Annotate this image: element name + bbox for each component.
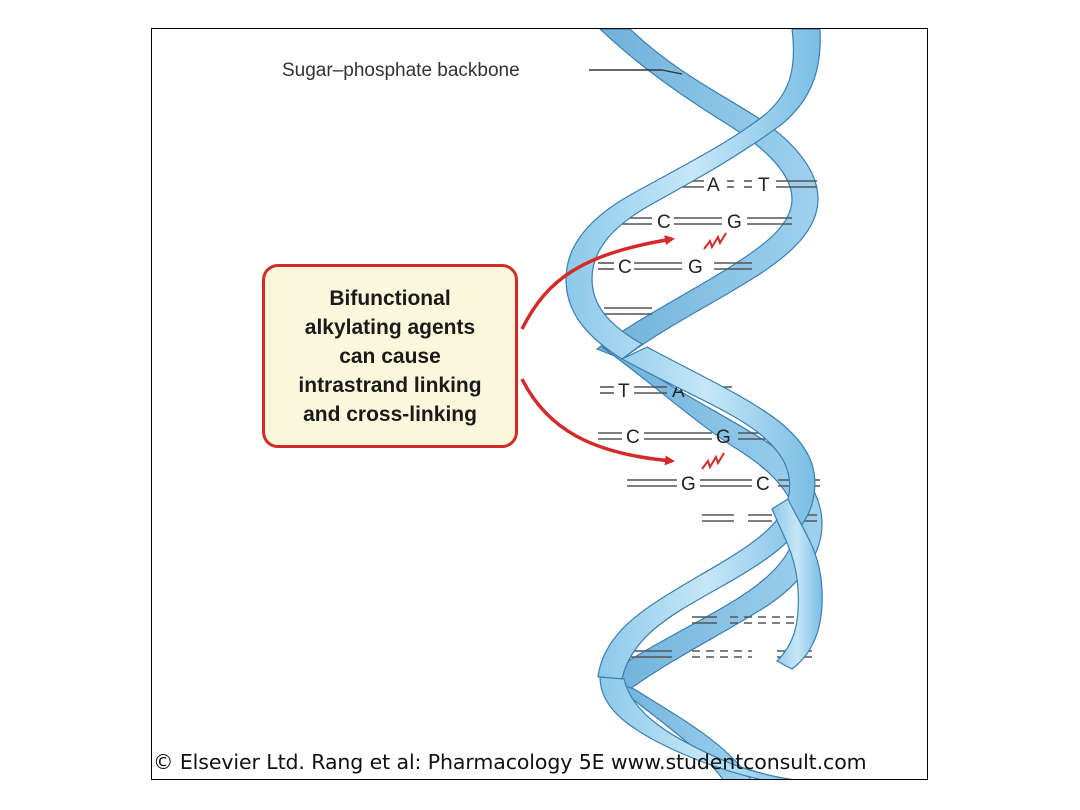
backbone-pointer [661,69,683,75]
crosslink-zigzag [701,452,725,470]
base-label: C [657,212,671,233]
base-label: G [681,474,696,495]
diagram-frame: A T C G C G T A C G G C Sugar–phosphate … [151,28,928,780]
copyright-credit: © Elsevier Ltd. Rang et al: Pharmacology… [153,750,867,774]
base-label: G [688,257,703,278]
base-label: C [618,257,632,278]
backbone-label: Sugar–phosphate backbone [282,60,520,81]
dna-helix-diagram: A T C G C G T A C G G C Sugar–phosphate … [282,29,823,779]
crosslink-arrow [520,378,675,466]
base-label: C [756,474,770,495]
crosslink-zigzag [703,232,727,250]
base-label: T [758,175,770,196]
intrastrand-arrow [520,235,675,330]
callout-text: Bifunctional alkylating agents can cause… [298,286,482,426]
base-label: T [618,381,630,402]
base-label: G [727,212,742,233]
base-label: A [707,175,720,196]
dna-strand-front [565,29,823,779]
base-label: G [716,427,731,448]
callout-box: Bifunctional alkylating agents can cause… [262,264,518,448]
base-label: C [626,427,640,448]
